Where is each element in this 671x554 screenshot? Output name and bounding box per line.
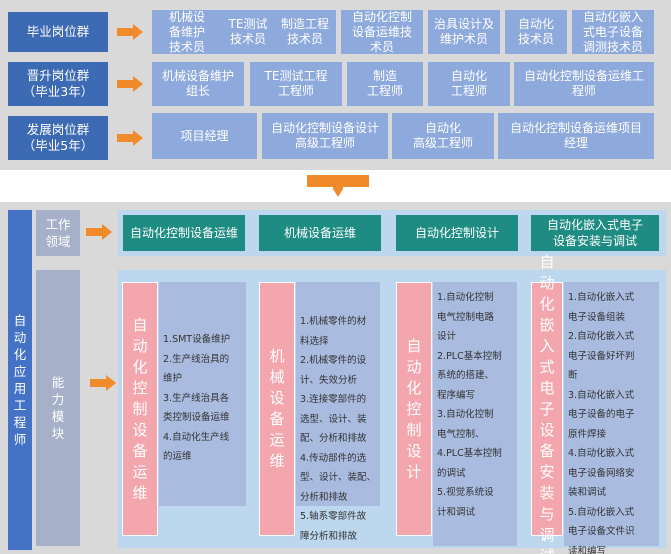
promotion-job-box: 机械设备维护 组长 [152,62,244,106]
module-item: 1.自动化嵌入式 电子设备组装 [568,292,635,323]
side-title: 自动化应用工程师 [8,210,32,550]
module-item: 4.自动化嵌入式 电子设备网络安 装和调试 [568,448,635,498]
graduate-job-box: 治具设计及 维护术员 [428,10,500,54]
module-item: 3.自动化控制 电气控制、 [437,409,494,440]
module-title: 自动化控制设备运维 [122,282,158,536]
work-field-box: 自动化嵌入式电子 设备安装与调试 [531,215,659,251]
arrow-right-icon [117,130,143,146]
module-items: 1.机械零件的材 料选择 2.机械零件的设 计、失效分析 3.连接零部件的 选型… [296,282,380,542]
module-item: 4.传动部件的选 型、设计、装配、 分析和排故 [300,452,377,503]
module-item: 1.机械零件的材 料选择 [300,316,367,347]
graduate-job-box: 制造工程 技术员 [274,10,336,54]
module-item: 2.PLC基本控制 系统的搭建、 程序编写 [437,350,502,401]
arrow-down-icon [307,175,369,197]
module-item: 1.SMT设备维护 [163,334,231,345]
module-item: 1.自动化控制 电气控制电路 设计 [437,292,495,342]
module-item: 5.视觉系统设 计和调试 [437,487,494,518]
module-item: 5.自动化嵌入式 电子设备文件识 读和编写 [568,506,635,554]
graduate-job-box: TE测试 技术员 [222,10,274,54]
work-field-box: 机械设备运维 [259,215,381,251]
module-item: 4.PLC基本控制 的调试 [437,448,502,479]
development-job-box: 自动化控制设备设计 高级工程师 [262,113,388,159]
module-items: 1.自动化嵌入式 电子设备组装 2.自动化嵌入式 电子设备好坏判 断 3.自动化… [564,282,659,554]
graduate-job-box: 自动化 技术员 [505,10,567,54]
module-item: 5.轴系零部件故 障分析和排故 [300,511,367,542]
arrow-right-icon [117,24,143,40]
module-item: 2.生产线治具的 维护 [163,353,230,385]
development-job-box: 项目经理 [152,113,257,159]
development-row-label: 发展岗位群 （毕业5年） [8,116,108,160]
work-field-box: 自动化控制设备运维 [123,215,245,251]
promotion-job-box: 自动化控制设备运维工 程师 [514,62,654,106]
development-job-box: 自动化 高级工程师 [392,113,494,159]
module-items: 1.SMT设备维护 2.生产线治具的 维护 3.生产线治具各 类控制设备运维 4… [159,282,246,506]
ability-module-label: 能力模块 [36,270,80,546]
promotion-job-box: TE测试工程 工程师 [250,62,342,106]
graduate-job-box: 自动化嵌入 式电子设备 调测技术员 [572,10,654,54]
graduate-job-box: 自动化控制 设备运维技 术员 [341,10,423,54]
promotion-job-box: 自动化 工程师 [428,62,510,106]
module-item: 3.连接零部件的 选型、设计、装 配、分析和排故 [300,394,367,444]
module-items: 1.自动化控制 电气控制电路 设计 2.PLC基本控制 系统的搭建、 程序编写 … [433,282,517,546]
module-item: 3.自动化嵌入式 电子设备的电子 原件焊接 [568,389,635,440]
module-item: 4.自动化生产线 的运维 [163,431,230,463]
graduate-row-label: 毕业岗位群 [8,12,108,52]
work-field-label: 工作 领域 [36,210,80,256]
graduate-job-box: 机械设 备维护 技术员 [152,10,222,54]
module-item: 3.生产线治具各 类控制设备运维 [163,392,230,424]
module-title: 机械设备运维 [259,282,295,536]
arrow-right-icon [90,375,116,391]
arrow-right-icon [86,224,112,240]
module-title: 自动化控制设计 [396,282,432,536]
promotion-job-box: 制造 工程师 [347,62,423,106]
module-item: 2.自动化嵌入式 电子设备好坏判 断 [568,331,635,381]
module-item: 2.机械零件的设 计、失效分析 [300,355,367,386]
development-job-box: 自动化控制设备运维项目 经理 [498,113,654,159]
work-field-box: 自动化控制设计 [396,215,518,251]
promotion-row-label: 晋升岗位群 （毕业3年） [8,62,108,106]
arrow-right-icon [117,76,143,92]
